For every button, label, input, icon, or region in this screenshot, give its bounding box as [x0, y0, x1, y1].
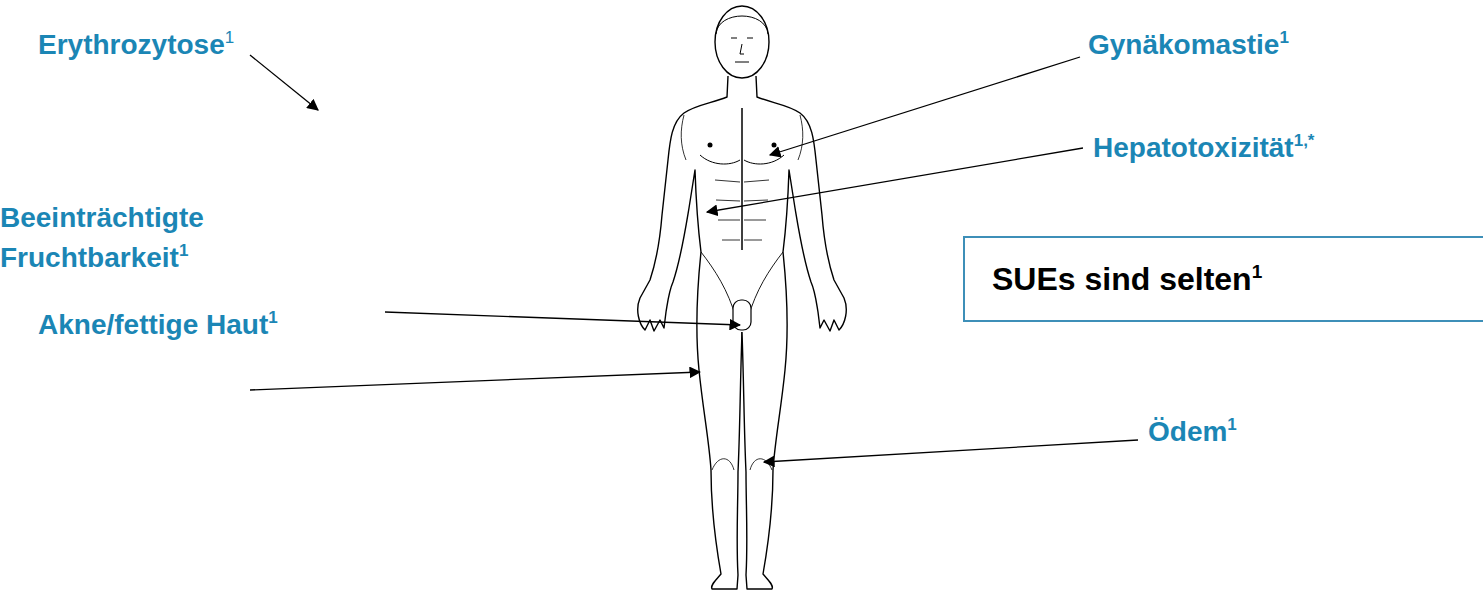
footnote-number: 1 [1227, 415, 1236, 434]
callout-text: Beeinträchtigte Fruchtbarkeit [0, 202, 204, 273]
callout-text: Akne/fettige Haut [38, 309, 268, 340]
footnote-number: 1 [1279, 28, 1288, 47]
callout-text: Ödem [1148, 416, 1227, 447]
footnote-number: 1 [225, 28, 234, 47]
note-text: SUEs sind selten1 [992, 261, 1262, 298]
callout-label: Hepatotoxizität1,* [1093, 131, 1423, 165]
callout-label: Gynäkomastie1 [1088, 28, 1388, 62]
callout-label: Akne/fettige Haut1 [38, 308, 368, 342]
footnote-number: 1 [1252, 261, 1263, 282]
callout-text: Erythrozytose [38, 29, 225, 60]
footnote-number: 1 [268, 308, 277, 327]
callout-label: Erythrozytose1 [38, 28, 338, 62]
note-text: SUEs sind selten [992, 261, 1252, 297]
callout-label: Ödem1 [1148, 415, 1348, 449]
callout-label: Beeinträchtigte Fruchtbarkeit1 [0, 198, 250, 278]
footnote-number: 1 [179, 241, 188, 260]
callout-text: Hepatotoxizität [1093, 132, 1294, 163]
note-box: SUEs sind selten1 [963, 236, 1483, 322]
callout-text: Gynäkomastie [1088, 29, 1279, 60]
footnote-number: 1,* [1294, 131, 1315, 150]
